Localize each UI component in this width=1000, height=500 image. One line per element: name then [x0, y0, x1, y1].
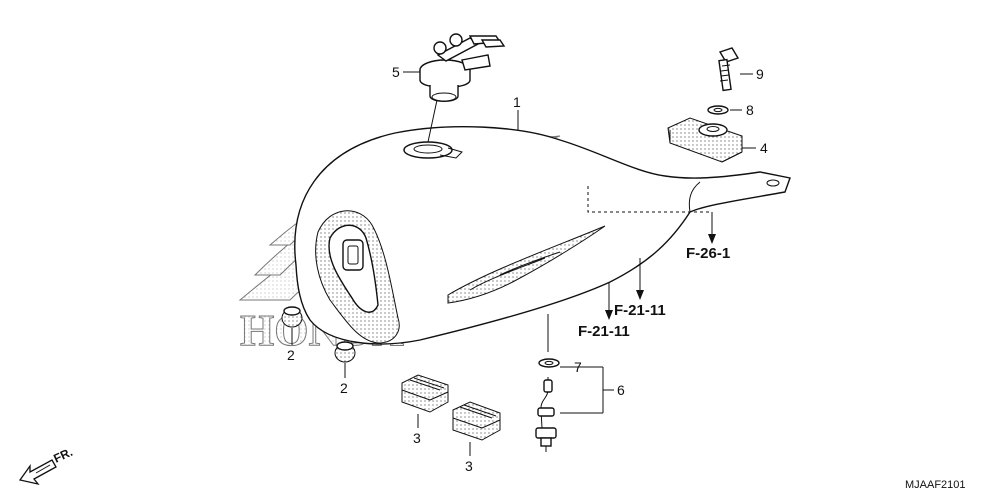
- ref-f21-11-upper[interactable]: F-21-11: [614, 302, 666, 319]
- callout-8: 8: [746, 102, 754, 118]
- callout-1: 1: [513, 94, 521, 110]
- rear-mount-rubber[interactable]: [667, 117, 743, 163]
- front-damper-lower[interactable]: [334, 341, 356, 363]
- callout-2-lower: 2: [340, 380, 348, 396]
- callout-2-upper: 2: [287, 347, 295, 363]
- front-damper-upper[interactable]: [281, 306, 303, 328]
- callout-6: 6: [617, 382, 625, 398]
- callout-5: 5: [392, 64, 400, 80]
- tank-emblem: [447, 225, 606, 304]
- fuel-sensor-unit[interactable]: [535, 377, 557, 452]
- cushion-rubber-a[interactable]: [401, 374, 449, 413]
- ref-f21-11-lower[interactable]: F-21-11: [578, 323, 630, 340]
- callout-7: 7: [574, 359, 582, 375]
- fuel-tank[interactable]: [294, 125, 791, 345]
- ref-f26-1[interactable]: F-26-1: [686, 245, 730, 262]
- callout-9: 9: [756, 66, 764, 82]
- recess-knob: [342, 239, 364, 271]
- washer-top[interactable]: [707, 105, 729, 115]
- diagram-code: MJAAF2101: [905, 479, 966, 491]
- forward-arrow-icon: [18, 459, 57, 486]
- fuel-cap-assembly[interactable]: [419, 33, 506, 143]
- leader-lines: [291, 71, 756, 456]
- callout-3-b: 3: [465, 458, 473, 474]
- callout-3-a: 3: [413, 430, 421, 446]
- washer-bottom[interactable]: [538, 358, 560, 368]
- callout-4: 4: [760, 140, 768, 156]
- forward-label: FR.: [51, 445, 74, 466]
- cushion-rubber-b[interactable]: [452, 401, 501, 441]
- bolt[interactable]: [718, 47, 740, 92]
